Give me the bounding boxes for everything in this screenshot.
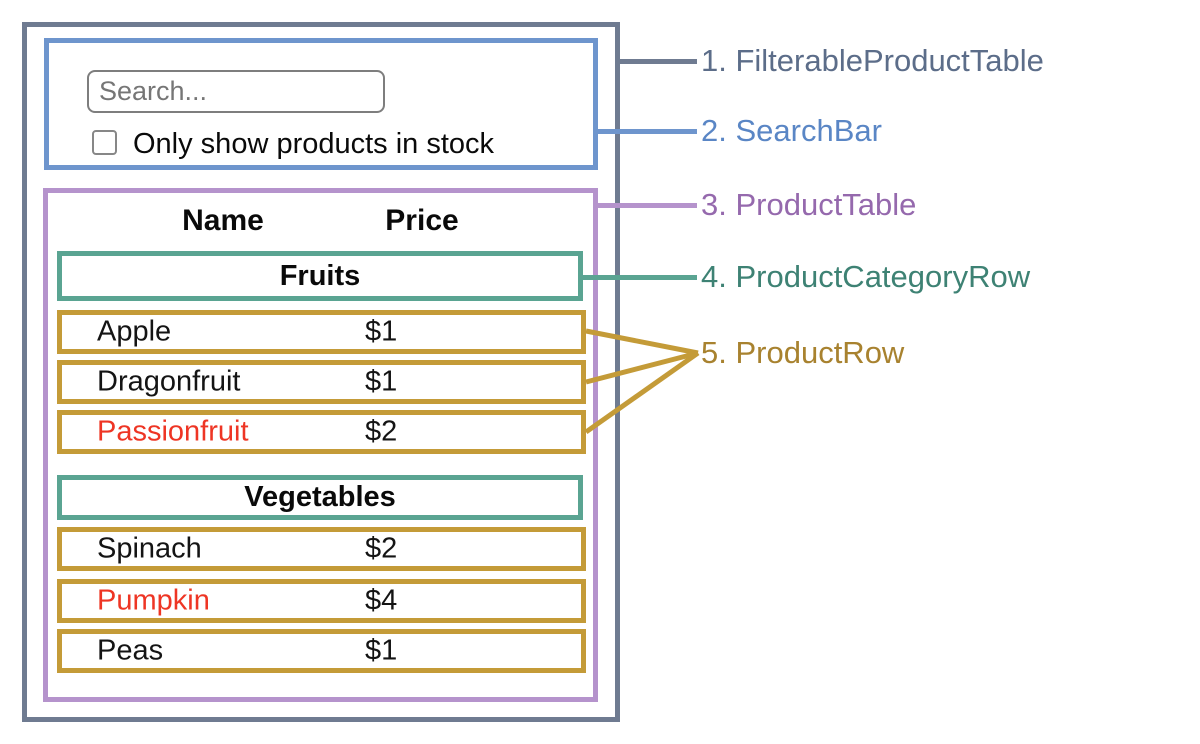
connector-line-search-bar [595,129,697,134]
category-label: Fruits [279,259,361,292]
legend-search-bar: 2. SearchBar [701,113,882,148]
in-stock-checkbox[interactable] [92,130,117,155]
product-price: $2 [365,415,398,448]
product-name: Passionfruit [97,415,249,448]
product-name: Peas [97,634,164,667]
legend-filterable-product-table: 1. FilterableProductTable [701,43,1044,78]
product-price: $2 [365,532,398,565]
legend-product-category-row: 4. ProductCategoryRow [701,259,1031,294]
in-stock-checkbox-label: Only show products in stock [133,128,495,160]
product-price: $1 [365,315,398,348]
product-row-pumpkin: Pumpkin $4 [57,579,586,623]
product-category-row-fruits: Fruits [57,251,583,301]
legend-product-row: 5. ProductRow [701,335,905,370]
product-row-spinach: Spinach $2 [57,527,586,571]
search-input[interactable] [87,70,385,113]
product-name: Dragonfruit [97,365,241,398]
product-row-peas: Peas $1 [57,629,586,673]
product-name: Apple [97,315,172,348]
product-row-apple: Apple $1 [57,310,586,354]
product-category-row-vegetables: Vegetables [57,475,583,520]
connector-line-filterable-product-table [617,59,697,64]
connector-line-product-category-row [579,275,697,280]
category-label: Vegetables [244,481,396,513]
price-column-header: Price [385,204,459,237]
product-name: Pumpkin [97,584,210,617]
product-price: $4 [365,584,398,617]
name-column-header: Name [182,204,264,237]
connector-line-product-table [595,203,697,208]
product-price: $1 [365,365,398,398]
product-row-passionfruit: Passionfruit $2 [57,410,586,454]
product-price: $1 [365,634,398,667]
product-name: Spinach [97,532,202,565]
legend-product-table: 3. ProductTable [701,187,917,222]
product-row-dragonfruit: Dragonfruit $1 [57,360,586,404]
